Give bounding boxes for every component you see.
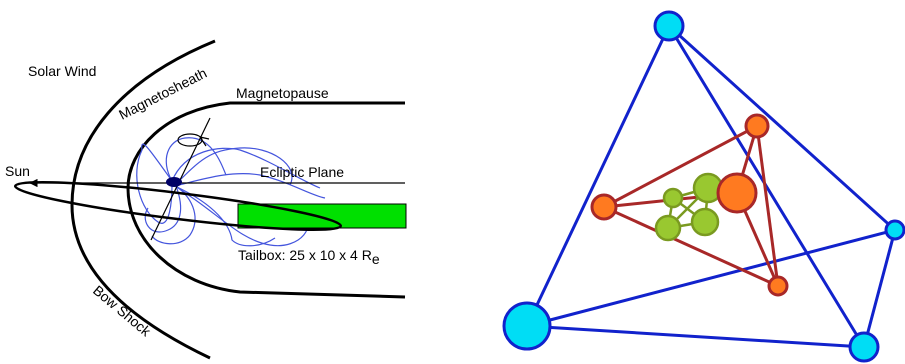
middle-node [716,172,758,214]
tailbox [237,203,407,229]
outer-node [653,10,685,42]
outer-node [502,301,552,351]
middle-node [744,113,770,139]
label-magnetopause: Magnetopause [236,85,329,101]
middle-tetrahedron-nodes [590,113,789,297]
inner-node [654,214,682,242]
earth-icon [166,177,182,187]
label-tailbox-main: Tailbox: 25 x 10 x 4 R [238,247,372,263]
outer-tetrahedron-nodes [502,10,905,363]
label-bow-shock: Bow Shock [90,282,155,340]
inner-node [662,187,684,209]
inner-tetrahedron-nodes [654,172,724,242]
outer-node [884,219,905,241]
field-lines [136,137,326,247]
middle-node [767,275,789,297]
label-tailbox-subscript: e [372,251,380,267]
rotation-arrow-icon [199,136,210,147]
label-magnetosheath: Magnetosheath [116,65,209,123]
outer-tetrahedron-edges [525,24,897,349]
label-ecliptic-plane: Ecliptic Plane [260,164,344,180]
inner-node [690,207,720,237]
magnetopause-curve [126,101,406,299]
outer-node [848,331,880,363]
bow-shock-curve [70,39,216,360]
magnetosphere-diagram: Solar Wind Magnetosheath Magnetopause Su… [5,39,407,360]
label-sun: Sun [5,163,30,179]
rotation-axis [150,117,211,241]
ecliptic-ellipse [13,180,343,232]
label-solar-wind: Solar Wind [28,63,96,79]
label-tailbox: Tailbox: 25 x 10 x 4 Re [238,247,380,267]
middle-node [590,193,618,221]
rotation-ellipse-icon [177,133,203,147]
nested-tetrahedra-diagram [502,10,905,363]
